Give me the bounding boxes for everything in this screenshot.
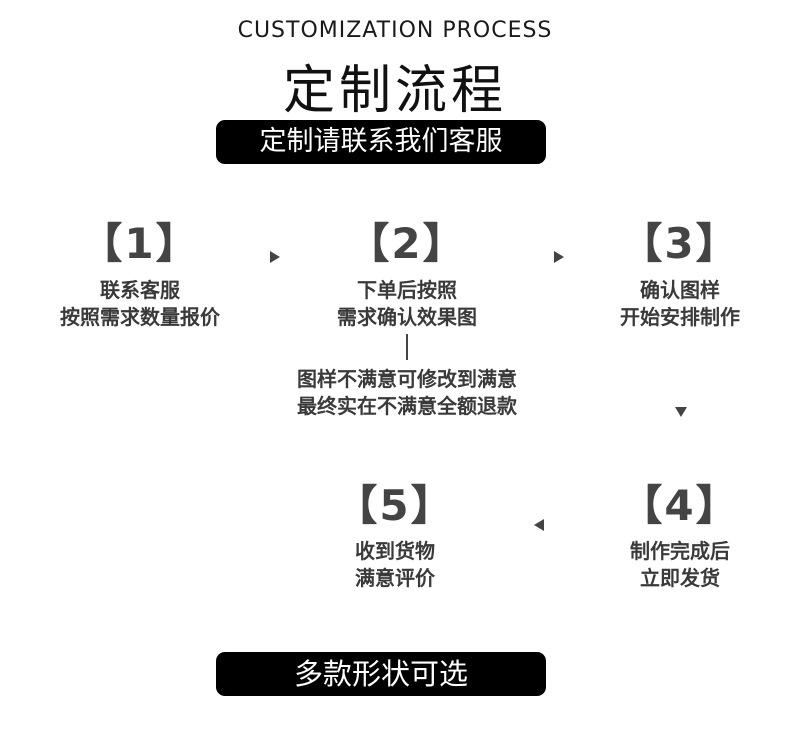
arrow-right-icon: [270, 251, 280, 263]
step-3-line-1: 确认图样: [640, 278, 720, 302]
step-1-line-2: 按照需求数量报价: [60, 305, 220, 329]
step-5-line-2: 满意评价: [355, 566, 435, 590]
step-3-text: 确认图样 开始安排制作: [550, 277, 790, 331]
step-5-text: 收到货物 满意评价: [265, 538, 525, 592]
arrow-left-icon: [534, 519, 544, 531]
subtitle-en: CUSTOMIZATION PROCESS: [237, 18, 553, 43]
arrow-right-icon: [554, 251, 564, 263]
step-1-text: 联系客服 按照需求数量报价: [10, 277, 270, 331]
connector-line: [406, 334, 408, 360]
contact-banner: 定制请联系我们客服: [216, 120, 546, 164]
step-4-number: 【4】: [620, 481, 740, 530]
step-5-number: 【5】: [335, 481, 455, 530]
step-2-line-2: 需求确认效果图: [337, 305, 477, 329]
shapes-banner: 多款形状可选: [216, 652, 546, 696]
step-2-text: 下单后按照 需求确认效果图: [277, 277, 537, 331]
step-1-number: 【1】: [80, 219, 200, 268]
step-1-line-1: 联系客服: [100, 278, 180, 302]
note-line-2: 最终实在不满意全额退款: [297, 394, 517, 418]
step-4-line-1: 制作完成后: [630, 539, 730, 563]
revision-note: 图样不满意可修改到满意 最终实在不满意全额退款: [257, 366, 557, 420]
step-5-line-1: 收到货物: [355, 539, 435, 563]
step-3-line-2: 开始安排制作: [620, 305, 740, 329]
step-2-number: 【2】: [347, 219, 467, 268]
step-4-line-2: 立即发货: [640, 566, 720, 590]
step-3-number: 【3】: [620, 219, 740, 268]
note-line-1: 图样不满意可修改到满意: [297, 367, 517, 391]
arrow-down-icon: [675, 407, 687, 417]
page-title: 定制流程: [282, 61, 507, 121]
step-2-line-1: 下单后按照: [357, 278, 457, 302]
step-4-text: 制作完成后 立即发货: [550, 538, 790, 592]
